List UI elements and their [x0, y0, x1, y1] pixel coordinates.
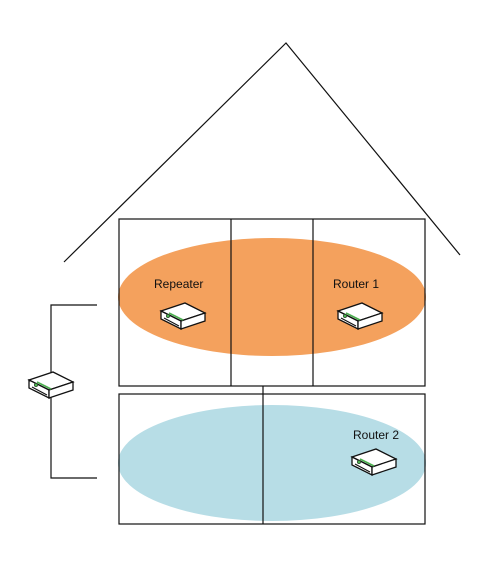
lower-floor [118, 393, 426, 525]
label-router-1: Router 1 [333, 277, 379, 291]
wifi-coverage-upper [118, 238, 426, 356]
label-repeater: Repeater [154, 277, 203, 291]
roof-outline [63, 42, 461, 263]
upper-floor [118, 218, 426, 387]
modem-icon [28, 371, 74, 399]
wifi-coverage-lower [118, 405, 426, 521]
label-router-2: Router 2 [353, 428, 399, 442]
